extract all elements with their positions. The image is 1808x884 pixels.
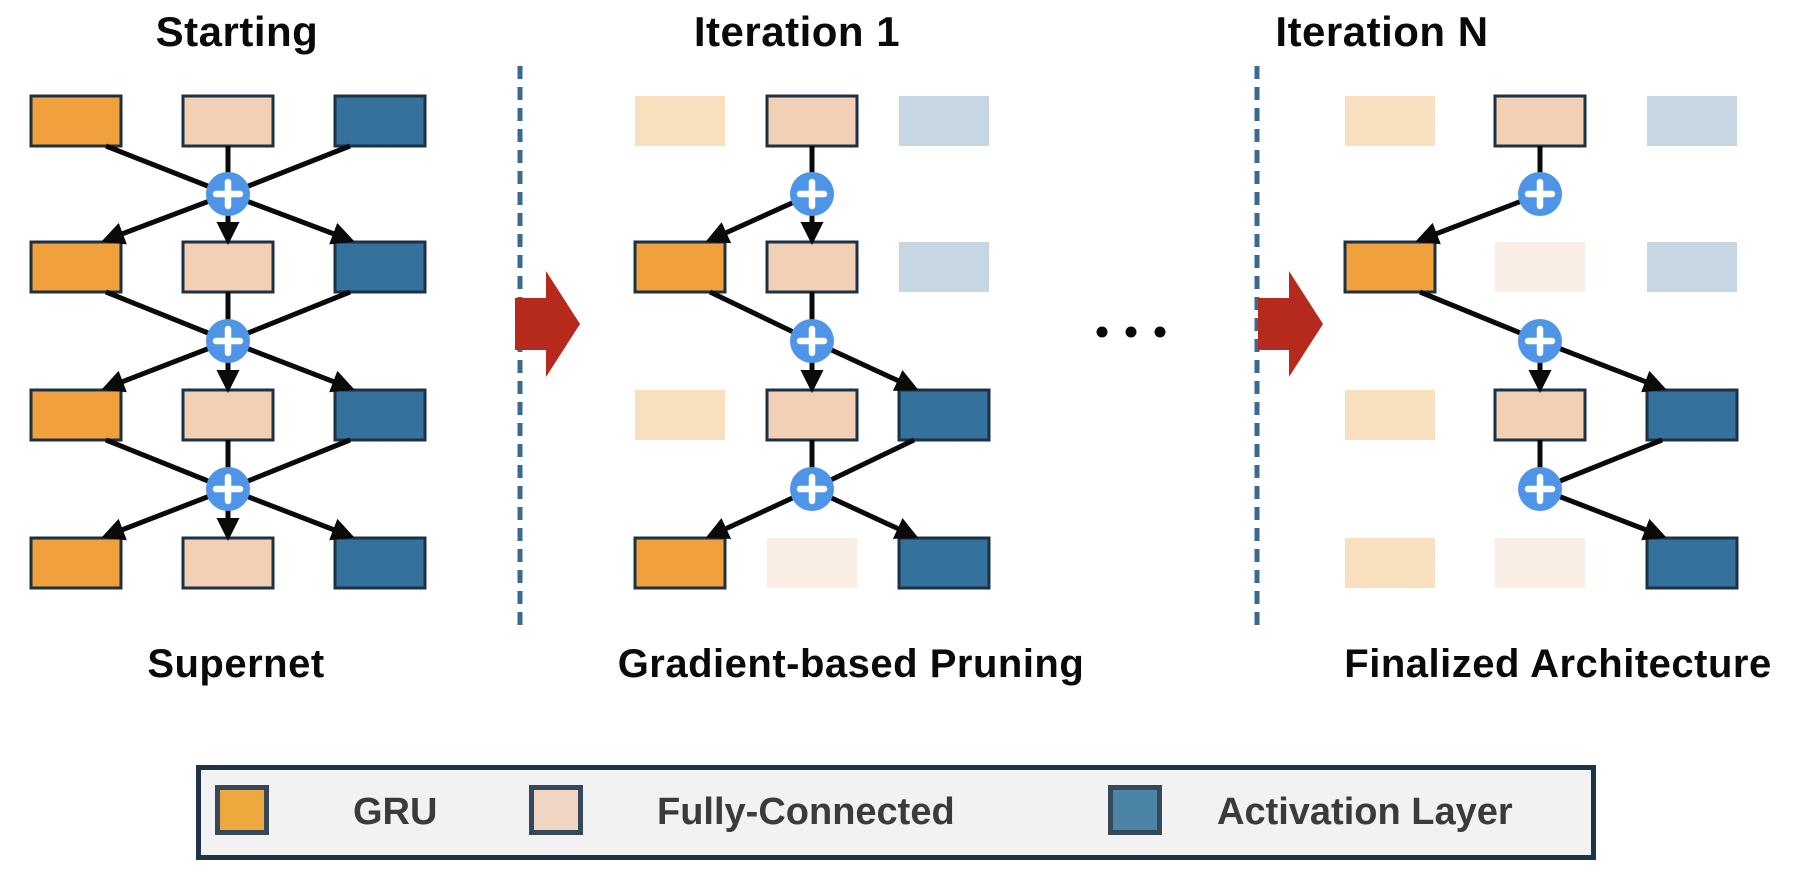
gru-box-pruned [635, 390, 725, 440]
gru-box [29, 536, 123, 590]
fc-box-pruned [1495, 242, 1585, 292]
gru-box [633, 240, 727, 294]
fc-box [1493, 94, 1587, 148]
legend-label-gru: GRU [353, 791, 438, 833]
panel-caption-supernet: Supernet [147, 642, 325, 686]
act-box [333, 240, 427, 294]
gru-box-pruned [1345, 390, 1435, 440]
legend-label-fc: Fully-Connected [657, 791, 955, 833]
gru-box-pruned [1345, 538, 1435, 588]
gru-box-pruned [1345, 96, 1435, 146]
act-box-pruned [899, 96, 989, 146]
legend-swatch-fc [529, 785, 583, 835]
transition-arrow-icon [515, 271, 580, 377]
act-box-pruned [1647, 242, 1737, 292]
fc-box [765, 388, 859, 442]
fc-box [765, 240, 859, 294]
fc-box [181, 94, 275, 148]
panel-title-iteration-n: Iteration N [1275, 8, 1489, 55]
panel-2 [1343, 94, 1739, 590]
fc-box-pruned [767, 538, 857, 588]
panel-0 [29, 94, 427, 590]
ellipsis-dots [1096, 326, 1108, 338]
act-box [333, 94, 427, 148]
act-box [1645, 536, 1739, 590]
fc-box [181, 388, 275, 442]
legend-swatch-gru [215, 785, 269, 835]
legend-swatch-activation [1108, 785, 1162, 835]
act-box-pruned [899, 242, 989, 292]
panel-caption-architecture: Finalized Architecture [1344, 642, 1772, 686]
gru-box [29, 388, 123, 442]
act-box [1645, 388, 1739, 442]
fc-box [181, 240, 275, 294]
panel-1 [633, 94, 991, 590]
panel-title-starting: Starting [155, 8, 319, 55]
gru-box-pruned [635, 96, 725, 146]
fc-box-pruned [1495, 538, 1585, 588]
fc-box [181, 536, 275, 590]
panel-caption-pruning: Gradient-based Pruning [617, 642, 1085, 686]
ellipsis-dots [1125, 326, 1137, 338]
legend: GRU Fully-Connected Activation Layer [196, 765, 1596, 860]
legend-label-activation: Activation Layer [1217, 791, 1513, 833]
act-box [333, 388, 427, 442]
transition-arrow-icon [1258, 271, 1323, 377]
gru-box [1343, 240, 1437, 294]
fc-box [1493, 388, 1587, 442]
act-box [333, 536, 427, 590]
gru-box [29, 240, 123, 294]
gru-box [29, 94, 123, 148]
act-box [897, 536, 991, 590]
fc-box [765, 94, 859, 148]
panel-title-iteration-1: Iteration 1 [693, 8, 901, 55]
gru-box [633, 536, 727, 590]
ellipsis-dots [1154, 326, 1166, 338]
act-box [897, 388, 991, 442]
act-box-pruned [1647, 96, 1737, 146]
